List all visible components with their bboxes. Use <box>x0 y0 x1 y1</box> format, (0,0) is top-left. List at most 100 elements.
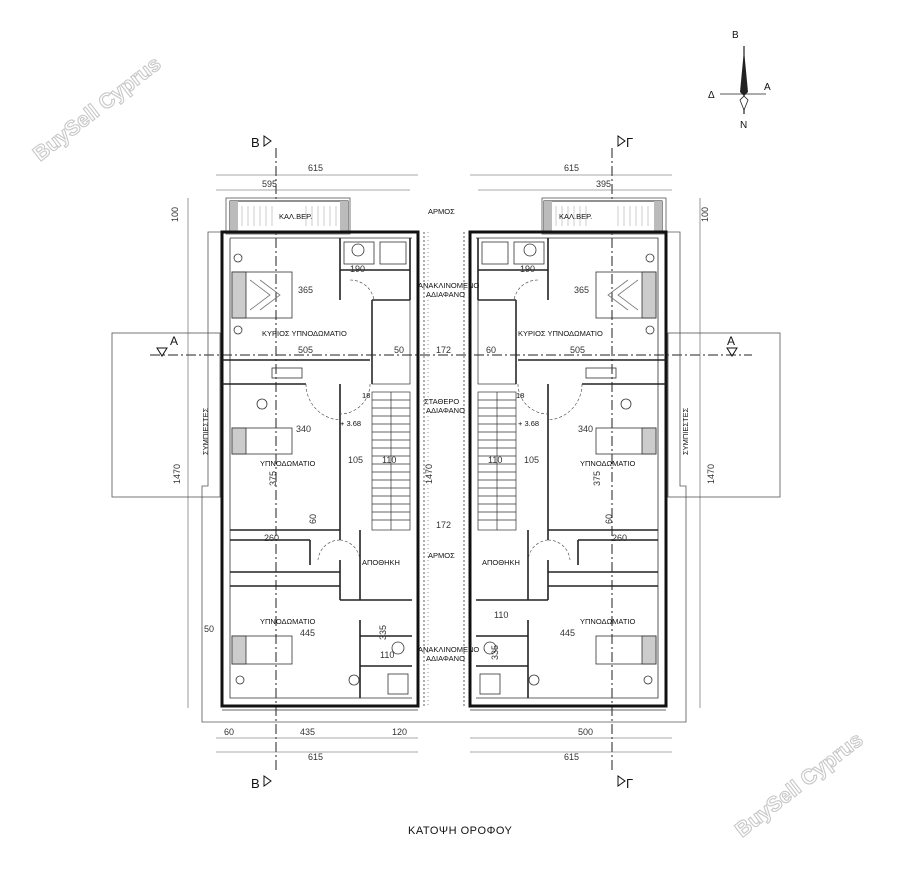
section-mark-a-right: Α <box>727 334 735 348</box>
dim-100-right: 100 <box>700 207 710 222</box>
watermark-bottom-right: BuySell Cyprus <box>731 728 867 842</box>
inner-wall-lines <box>222 232 666 711</box>
label-kal-ver-right: ΚΑΛ.ΒΕΡ. <box>559 212 592 221</box>
label-kal-ver-left: ΚΑΛ.ΒΕΡ. <box>279 212 312 221</box>
dim-110-right: 110 <box>488 455 502 465</box>
dim-50-left: 50 <box>394 345 404 355</box>
furniture-left <box>231 241 409 695</box>
balcony-left: ΚΑΛ.ΒΕΡ. <box>229 200 349 232</box>
section-lines <box>150 148 752 772</box>
label-compressors-left: ΣΥΜΠΙΕΣΤΕΣ <box>201 407 210 455</box>
dim-60-right-top: 60 <box>486 345 496 355</box>
dim-110-bath-left: 110 <box>380 650 394 660</box>
dim-120-bottom: 120 <box>392 727 407 737</box>
dim-365-left: 365 <box>298 285 313 295</box>
dim-105-left: 105 <box>348 455 363 465</box>
dim-615-bottom-left: 615 <box>308 752 323 762</box>
dim-100-left: 100 <box>170 207 180 222</box>
watermark-top-left: BuySell Cyprus <box>29 52 165 166</box>
dim-110-left: 110 <box>382 455 396 465</box>
dim-110-bath-right: 110 <box>494 610 508 620</box>
dim-60-left: 60 <box>308 514 318 524</box>
dim-60-bottom-left: 60 <box>224 727 234 737</box>
dim-260-right: 260 <box>612 533 627 543</box>
staircase-left <box>371 299 411 531</box>
dim-172-bottom: 172 <box>436 520 451 530</box>
label-bedroom-right-2: ΥΠΝΟΔΩΜΑΤΙΟ <box>580 617 635 626</box>
exterior-walls <box>220 230 668 708</box>
compass-west: Δ <box>708 90 715 101</box>
dim-505-left: 505 <box>298 345 313 355</box>
section-markers: Β Β Γ Γ Α Α <box>156 135 738 791</box>
label-master-bedroom-left: ΚΥΡΙΟΣ ΥΠΝΟΔΩΜΑΤΙΟ <box>262 329 347 338</box>
compass-north: Β <box>732 30 739 41</box>
label-bedroom-left-2: ΥΠΝΟΔΩΜΑΤΙΟ <box>260 617 315 626</box>
dim-190-right: 190 <box>520 264 535 274</box>
dim-375-left: 375 <box>268 471 278 486</box>
label-fixed-2: ΑΔΙΑΦΑΝΟ <box>426 406 465 415</box>
dim-50-side-left: 50 <box>204 624 214 634</box>
label-storage-left: ΑΠΟΘΗΚΗ <box>362 558 400 567</box>
dim-615-top-right: 615 <box>564 163 579 173</box>
dim-1470-right: 1470 <box>706 464 716 484</box>
label-compressors-right: ΣΥΜΠΙΕΣΤΕΣ <box>681 407 690 455</box>
dim-335-left: 335 <box>378 625 388 640</box>
room-labels: ΚΥΡΙΟΣ ΥΠΝΟΔΩΜΑΤΙΟ ΚΥΡΙΟΣ ΥΠΝΟΔΩΜΑΤΙΟ ΥΠ… <box>201 207 690 663</box>
dim-105-right: 105 <box>524 455 539 465</box>
dim-505-right: 505 <box>570 345 585 355</box>
label-steps-right: 18 <box>516 391 524 400</box>
label-joint-bottom: ΑΡΜΟΣ <box>428 551 455 560</box>
dimension-lines <box>187 174 701 753</box>
label-openable-top-2: ΑΔΙΑΦΑΝΟ <box>426 290 465 299</box>
dim-1470-center: 1470 <box>424 464 434 484</box>
dim-60-right: 60 <box>604 514 614 524</box>
section-mark-g-bottom: Γ <box>626 776 633 791</box>
dim-595-top-left: 595 <box>262 179 277 189</box>
dim-172-top: 172 <box>436 345 451 355</box>
compass-east: Α <box>764 82 771 93</box>
label-openable-bottom-1: ΑΝΑΚΛΙΝΟΜΕΝΟ <box>418 645 479 654</box>
dim-445-left: 445 <box>300 628 315 638</box>
dim-615-top-left: 615 <box>308 163 323 173</box>
compass-south: Ν <box>740 120 747 131</box>
label-master-bedroom-right: ΚΥΡΙΟΣ ΥΠΝΟΔΩΜΑΤΙΟ <box>518 329 603 338</box>
interior-walls-right <box>476 238 666 698</box>
dim-500-bottom: 500 <box>578 727 593 737</box>
furniture-right <box>479 241 657 695</box>
label-fixed-1: ΣΤΑΘΕΡΟ <box>424 397 459 406</box>
dim-1470-left: 1470 <box>172 464 182 484</box>
staircase-right <box>477 299 517 531</box>
label-level-left: + 3.68 <box>340 419 361 428</box>
dim-395-top-right: 395 <box>596 179 611 189</box>
dim-340-right: 340 <box>578 424 593 434</box>
label-openable-bottom-2: ΑΔΙΑΦΑΝΟ <box>426 654 465 663</box>
compass-rose: Β Ν Α Δ <box>708 30 771 131</box>
label-steps-left: 18 <box>362 391 370 400</box>
label-openable-top-1: ΑΝΑΚΛΙΝΟΜΕΝΟ <box>418 281 479 290</box>
label-bedroom-left-1: ΥΠΝΟΔΩΜΑΤΙΟ <box>260 459 315 468</box>
balcony-right: ΚΑΛ.ΒΕΡ. <box>543 200 663 232</box>
label-level-right: + 3.68 <box>518 419 539 428</box>
interior-walls-left <box>222 238 412 698</box>
dim-435-bottom: 435 <box>300 727 315 737</box>
label-bedroom-right-1: ΥΠΝΟΔΩΜΑΤΙΟ <box>580 459 635 468</box>
door-swings <box>305 279 583 561</box>
dim-260-left: 260 <box>264 533 279 543</box>
dim-190-left: 190 <box>350 264 365 274</box>
label-joint-top: ΑΡΜΟΣ <box>428 207 455 216</box>
section-mark-a-left: Α <box>170 334 178 348</box>
dim-375-right: 375 <box>592 471 602 486</box>
dim-615-bottom-right: 615 <box>564 752 579 762</box>
roof-outline <box>111 197 781 723</box>
drawing-title: ΚΑΤΟΨΗ ΟΡΟΦΟΥ <box>408 825 513 837</box>
section-mark-b-top: Β <box>251 135 260 150</box>
dim-335-right: 335 <box>490 645 500 660</box>
dim-340-left: 340 <box>296 424 311 434</box>
section-mark-g-top: Γ <box>626 135 633 150</box>
section-mark-b-bottom: Β <box>251 776 260 791</box>
dim-365-right: 365 <box>574 285 589 295</box>
dim-445-right: 445 <box>560 628 575 638</box>
dimension-texts: 615 595 615 395 100 100 190 190 365 365 … <box>170 163 716 762</box>
label-storage-right: ΑΠΟΘΗΚΗ <box>482 558 520 567</box>
